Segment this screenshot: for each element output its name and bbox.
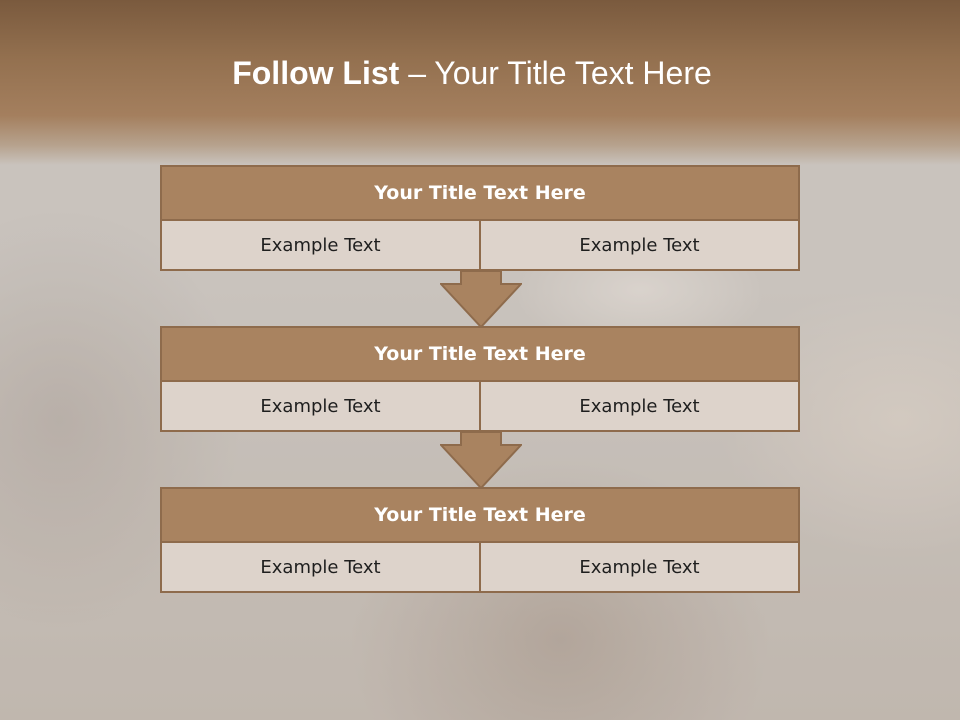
down-arrow-icon (440, 431, 522, 489)
step-1-right-text: Example Text (479, 221, 798, 269)
header-band (0, 0, 960, 165)
step-row-2: Example Text Example Text (160, 382, 800, 432)
step-title-2: Your Title Text Here (160, 326, 800, 382)
title-rest: – Your Title Text Here (408, 55, 712, 91)
step-block-3: Your Title Text Here Example Text Exampl… (160, 487, 800, 593)
step-title-3: Your Title Text Here (160, 487, 800, 543)
slide-title: Follow List – Your Title Text Here (0, 55, 944, 92)
down-arrow-icon (440, 270, 522, 328)
step-row-3: Example Text Example Text (160, 543, 800, 593)
step-block-2: Your Title Text Here Example Text Exampl… (160, 326, 800, 432)
step-3-left-text: Example Text (162, 543, 479, 591)
step-3-right-text: Example Text (479, 543, 798, 591)
step-1-left-text: Example Text (162, 221, 479, 269)
step-row-1: Example Text Example Text (160, 221, 800, 271)
step-title-1: Your Title Text Here (160, 165, 800, 221)
step-block-1: Your Title Text Here Example Text Exampl… (160, 165, 800, 271)
step-2-left-text: Example Text (162, 382, 479, 430)
step-2-right-text: Example Text (479, 382, 798, 430)
title-bold: Follow List (232, 55, 400, 91)
